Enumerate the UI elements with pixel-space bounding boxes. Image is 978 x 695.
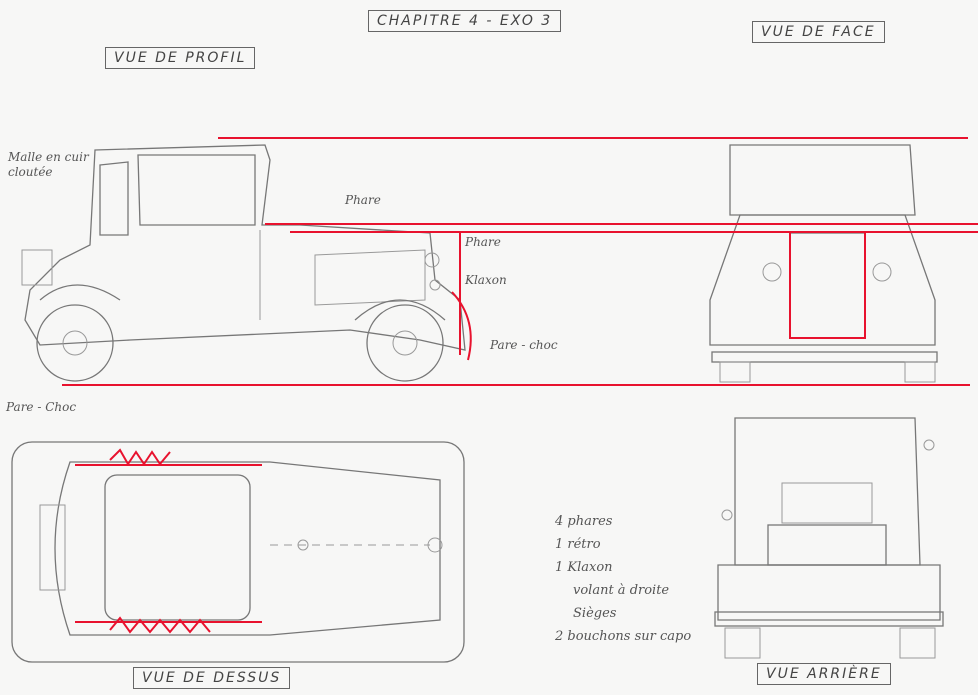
profile-view-car [21,144,466,382]
note-rear-bumper: Pare - Choc [6,400,77,414]
construction-lines [62,137,978,634]
label-top-view: VUE DE DESSUS [133,667,291,689]
feature-item: Sièges [573,606,617,621]
feature-item: 4 phares [555,514,613,529]
label-front-view: VUE DE FACE [752,21,885,43]
note-headlight-top: Phare [345,193,381,207]
top-view-car [11,441,465,663]
feature-item: 1 rétro [555,537,601,552]
page-title: CHAPITRE 4 - EXO 3 [368,10,562,32]
feature-item: 1 Klaxon [555,560,613,575]
feature-item: volant à droite [573,583,670,598]
rear-view-car [714,417,944,659]
features-list: 4 phares 1 rétro 1 Klaxon volant à droit… [555,510,691,648]
label-rear-view: VUE ARRIÈRE [757,663,891,685]
front-view-car [709,144,938,383]
label-profile-view: VUE DE PROFIL [105,47,256,69]
note-front-bumper: Pare - choc [490,338,558,352]
note-headlight: Phare [465,235,501,249]
note-horn: Klaxon [465,273,507,287]
note-trunk: Malle en cuir cloutée [8,150,89,179]
feature-item: 2 bouchons sur capo [555,629,692,644]
